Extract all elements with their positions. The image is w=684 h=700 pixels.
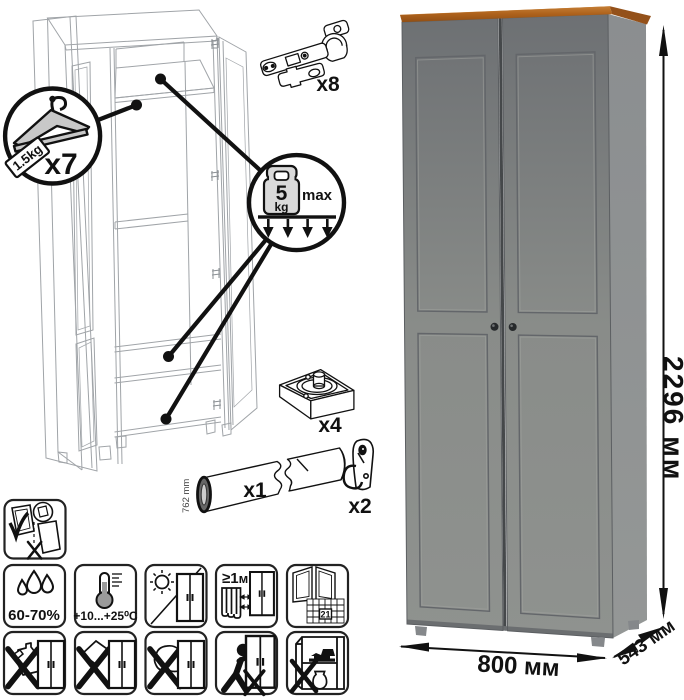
svg-text:60-70%: 60-70% (8, 607, 60, 624)
svg-text:21: 21 (320, 610, 330, 620)
svg-text:x7: x7 (44, 148, 77, 181)
svg-text:2296 мм: 2296 мм (658, 356, 684, 482)
svg-text:x2: x2 (348, 495, 371, 518)
svg-text:x1: x1 (243, 479, 267, 502)
svg-text:800 мм: 800 мм (477, 651, 561, 683)
svg-text:5: 5 (276, 182, 288, 205)
svg-text:+10...+25⁰C: +10...+25⁰C (73, 609, 138, 623)
svg-text:x4: x4 (318, 414, 342, 437)
svg-text:max: max (302, 187, 333, 204)
svg-text:kg: kg (274, 200, 288, 214)
svg-text:≥1м: ≥1м (222, 570, 248, 587)
svg-text:762 mm: 762 mm (181, 479, 192, 513)
svg-text:x8: x8 (316, 73, 340, 96)
